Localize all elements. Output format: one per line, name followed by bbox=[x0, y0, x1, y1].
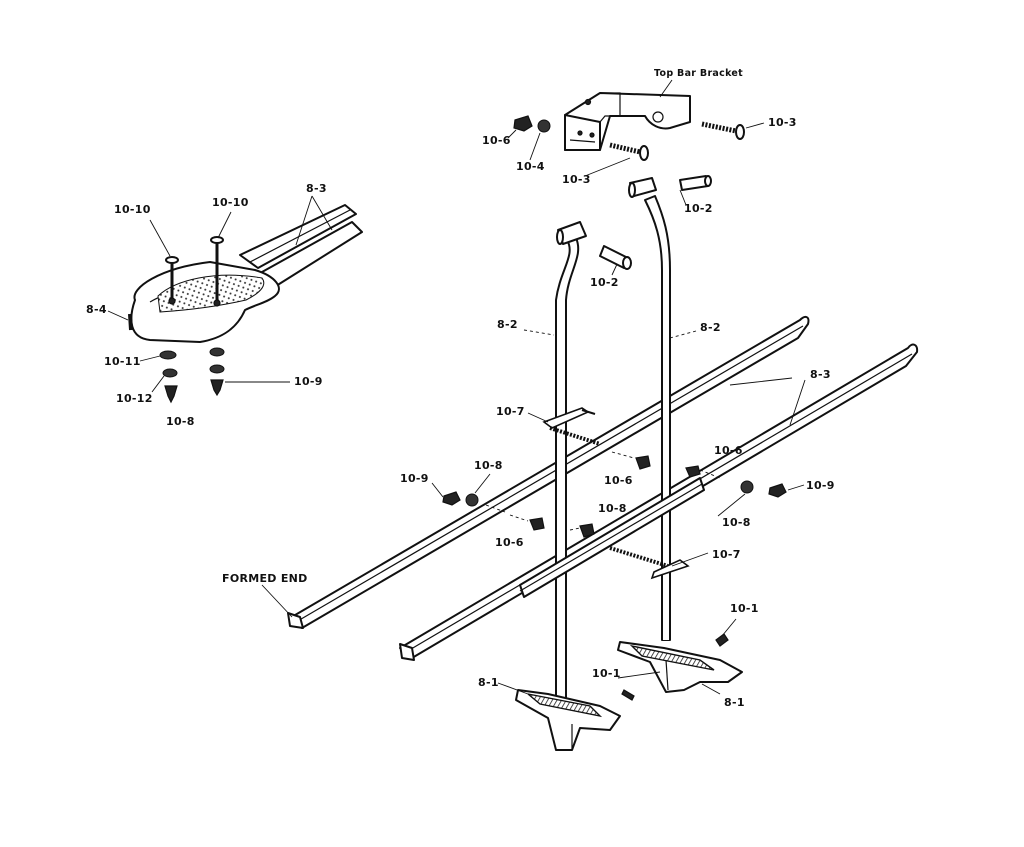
label-top-bar-bracket: Top Bar Bracket bbox=[654, 68, 743, 79]
label-10-9-right: 10-9 bbox=[806, 479, 835, 492]
callout-labels: Top Bar Bracket 10-3 10-6 10-4 10-3 10-2… bbox=[86, 68, 835, 709]
nut-10-12 bbox=[162, 368, 178, 378]
hardware-pointers bbox=[485, 329, 721, 531]
lock-nut-10-8-right bbox=[740, 480, 754, 494]
acorn-nut-10-9 bbox=[210, 379, 224, 397]
label-10-3-right: 10-3 bbox=[768, 116, 797, 129]
inset-leaders bbox=[107, 195, 333, 393]
label-10-10-b: 10-10 bbox=[212, 196, 249, 209]
label-8-1-right: 8-1 bbox=[724, 696, 745, 709]
screw-10-1-left bbox=[621, 689, 635, 701]
runner-rear bbox=[287, 315, 810, 629]
acorn-nut-10-6-top bbox=[513, 115, 533, 132]
u-bolt-10-7-bottom bbox=[609, 546, 690, 580]
acorn-nut-10-6-lower bbox=[529, 517, 545, 531]
label-10-6-top: 10-6 bbox=[482, 134, 511, 147]
label-10-6-lower: 10-6 bbox=[495, 536, 524, 549]
label-10-11: 10-11 bbox=[104, 355, 141, 368]
foot-plate-inset bbox=[128, 204, 363, 404]
screw-10-1-right bbox=[715, 633, 729, 647]
top-bar-bracket bbox=[564, 92, 691, 151]
foot-plate-tread bbox=[157, 274, 265, 313]
label-10-10-a: 10-10 bbox=[114, 203, 151, 216]
acorn-nut-10-8-lower bbox=[579, 523, 595, 538]
acorn-nut-10-6-right bbox=[685, 465, 701, 478]
label-10-1-left: 10-1 bbox=[592, 667, 621, 680]
label-8-2-right: 8-2 bbox=[700, 321, 721, 334]
label-8-3-right: 8-3 bbox=[810, 368, 831, 381]
label-10-8-inset: 10-8 bbox=[166, 415, 195, 428]
label-10-8-left: 10-8 bbox=[474, 459, 503, 472]
label-10-4: 10-4 bbox=[516, 160, 545, 173]
acorn-nut-10-8-left bbox=[164, 385, 178, 404]
label-10-3-bottom: 10-3 bbox=[562, 173, 591, 186]
label-8-1-left: 8-1 bbox=[478, 676, 499, 689]
top-leaders bbox=[507, 79, 765, 276]
label-10-12: 10-12 bbox=[116, 392, 153, 405]
label-10-1-right: 10-1 bbox=[730, 602, 759, 615]
acorn-nut-10-6-mid bbox=[635, 455, 651, 470]
acorn-nut-10-9-right bbox=[768, 483, 787, 498]
screw-10-10-b bbox=[210, 236, 224, 307]
bolt-10-3-right bbox=[701, 121, 745, 140]
foot-rest-right bbox=[617, 641, 743, 693]
washer-10-11 bbox=[159, 350, 177, 360]
u-bolt-10-7-top bbox=[542, 407, 601, 446]
label-10-2-left: 10-2 bbox=[590, 276, 619, 289]
main-leaders bbox=[261, 377, 806, 695]
acorn-nut-10-9-left bbox=[442, 491, 461, 506]
label-8-4: 8-4 bbox=[86, 303, 107, 316]
label-10-8-right: 10-8 bbox=[722, 516, 751, 529]
lock-nut-10-8-left bbox=[465, 493, 479, 507]
label-10-7-top: 10-7 bbox=[496, 405, 525, 418]
washer-right bbox=[209, 347, 225, 357]
label-10-6-right: 10-6 bbox=[714, 444, 743, 457]
nut-right bbox=[209, 364, 225, 374]
label-10-7-bottom: 10-7 bbox=[712, 548, 741, 561]
bolt-10-3-bottom bbox=[609, 142, 649, 161]
label-10-6-mid: 10-6 bbox=[604, 474, 633, 487]
label-8-3-top: 8-3 bbox=[306, 182, 327, 195]
label-8-2-left: 8-2 bbox=[497, 318, 518, 331]
label-10-2-right: 10-2 bbox=[684, 202, 713, 215]
foot-rest-left bbox=[515, 689, 621, 751]
label-10-9-left: 10-9 bbox=[400, 472, 429, 485]
lock-nut-10-4 bbox=[537, 119, 551, 133]
label-formed-end: FORMED END bbox=[222, 572, 308, 585]
label-10-9-inset: 10-9 bbox=[294, 375, 323, 388]
label-10-8-lower: 10-8 bbox=[598, 502, 627, 515]
screw-10-10-a bbox=[165, 256, 179, 305]
